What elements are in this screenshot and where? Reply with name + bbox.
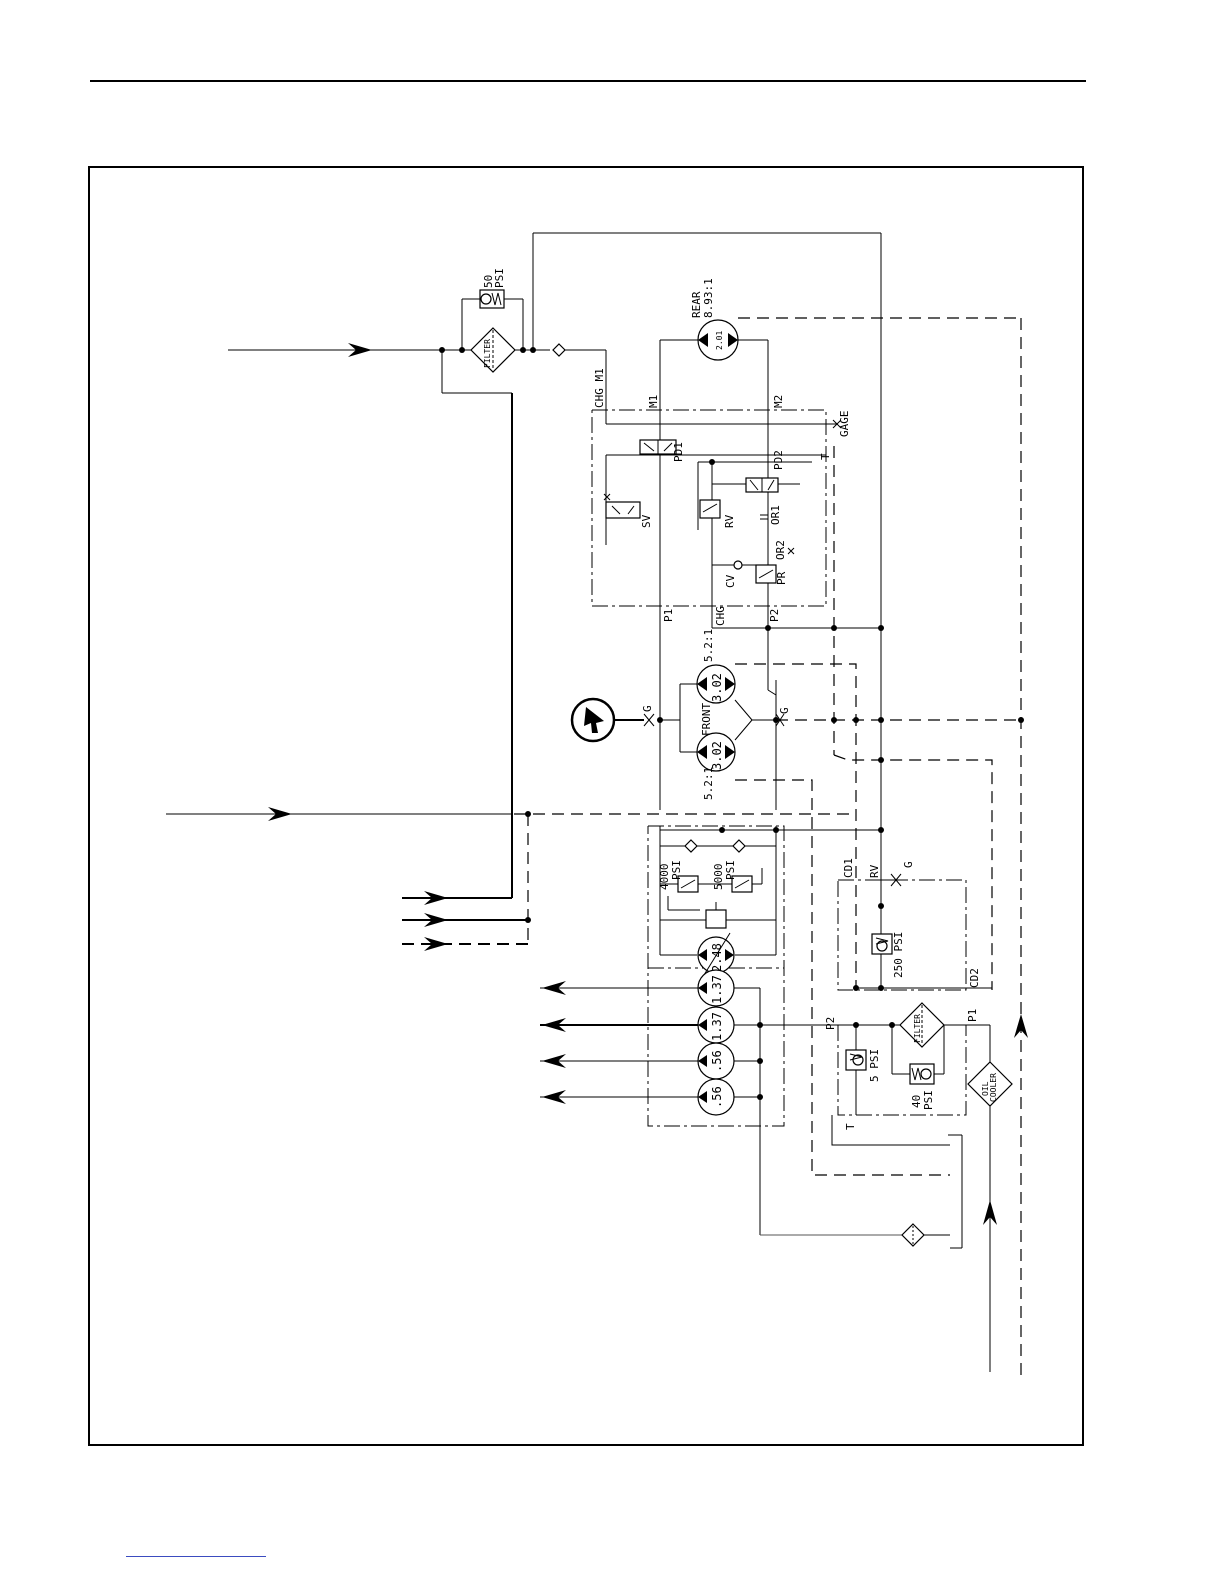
cv-label: CV [724,574,737,588]
filter-label-lower: FILTER [913,1014,922,1043]
front-motors: 3.02 5.2:1 3.02 5.2:1 FRONT G G [572,620,1024,1175]
psi250-label: 250 PSI [892,932,905,978]
pump-248: 2.48 [710,943,724,972]
chg-label: CHG [714,606,727,626]
g-right-label: G [778,707,791,714]
check-diamond-1 [685,840,697,852]
charge-valve-block: CHG M1 M1 M2 GAGE T PD1 PD2 SV [592,368,884,810]
or2-label: OR2 [774,540,787,560]
sv-label: SV [640,514,653,528]
cd1-label: CD1 [842,858,855,878]
rv-right-label: RV [868,864,881,878]
front-ratio-top: 5.2:1 [702,629,715,662]
shuttle-valve [706,910,726,928]
check-diamond-2 [733,840,745,852]
or1-label: OR1 [769,505,782,525]
front-ratio-bottom: 5.2:1 [702,767,715,800]
psi50-unit: PSI [493,268,506,288]
pump-block: 4000 PSI 5000 PSI 2.48 1.37 1.37 .56 .56 [540,826,962,1248]
gage-label: GAGE [838,411,851,438]
fitting-diamond-top [553,344,565,356]
rv-label: RV [723,514,736,528]
rear-motor: 2.01 REAR 8.93:1 [660,278,1021,1380]
t-top-label: T [819,453,832,460]
footer-link-underline[interactable] [126,1556,266,1557]
front-disp-bottom: 3.02 [710,741,724,770]
pd1-label: PD1 [672,442,685,462]
top-filter-group: FILTER 50 PSI [228,233,881,990]
g-cd-label: G [902,861,915,868]
psi4000-unit: PSI [670,860,683,880]
pr-label: PR [775,571,788,585]
pump-56a: .56 [710,1050,724,1072]
check-valve-cv [734,561,742,569]
flow-arrow-dashed-return [1014,1014,1028,1038]
return-filter-cooler: P2 P1 FILTER 40 PSI 5 PSI T OIL COOLER [824,1003,1028,1372]
chg-m1-label: CHG M1 [593,368,606,408]
pump-137a: 1.37 [710,975,724,1004]
pump-137b: 1.37 [710,1012,724,1041]
p2-upper-label: P2 [768,609,781,622]
valve-sv [606,502,640,518]
relief-valve-rv [700,500,720,518]
pd2-label: PD2 [772,450,785,470]
p2-lower-label: P2 [824,1017,837,1030]
rear-ratio: 8.93:1 [702,278,715,318]
front-disp-top: 3.02 [710,673,724,702]
cd2-label: CD2 [968,968,981,988]
p1-upper-label: P1 [662,609,675,622]
psi5000-unit: PSI [724,860,737,880]
pump-56b: .56 [710,1086,724,1108]
g-left-label: G [641,705,654,712]
rear-disp: 2.01 [715,331,724,350]
psi40-unit: PSI [922,1090,935,1110]
oil-cooler-label-b: COOLER [989,1073,998,1102]
front-label: FRONT [700,703,713,736]
p1-lower-label: P1 [966,1009,979,1022]
t-lower-label: T [844,1123,857,1130]
m2-label: M2 [772,395,785,408]
filter-label-top: FILTER [483,339,492,368]
psi5-label: 5 PSI [868,1049,881,1082]
cooler-bypass-block: CD1 RV G 250 PSI CD2 [838,858,992,991]
m1-label: M1 [647,395,660,408]
